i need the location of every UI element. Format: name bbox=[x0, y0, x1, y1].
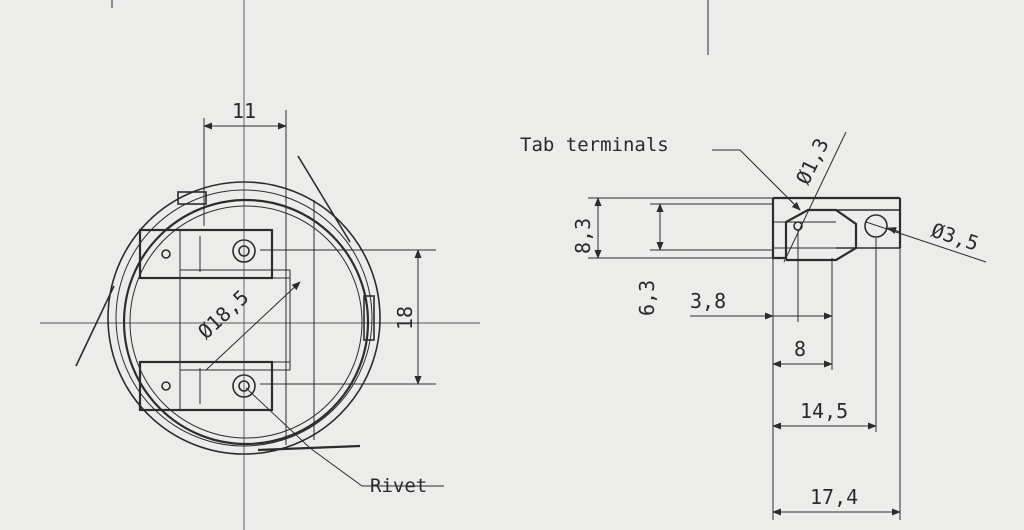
inner-rim-circle bbox=[129, 205, 363, 439]
front-view: 11 18 Ø18,5 Rivet bbox=[40, 0, 480, 530]
dim-hole-small-label: Ø1,3 bbox=[791, 134, 834, 188]
top-notch bbox=[177, 191, 207, 205]
upper-rivet-inner bbox=[238, 245, 250, 257]
lower-tab-outline bbox=[138, 360, 274, 412]
large-hole bbox=[864, 214, 888, 238]
body-rim-circle bbox=[115, 189, 373, 447]
outer-body-circle bbox=[107, 181, 381, 455]
tab-terminals-arrow bbox=[789, 199, 801, 211]
upper-tab-terminal bbox=[138, 228, 274, 280]
tangent-line bbox=[297, 155, 351, 243]
dim-hole-large-label: Ø3,5 bbox=[928, 218, 981, 256]
tab-terminals-leader bbox=[712, 149, 801, 211]
right-notch bbox=[363, 295, 375, 341]
rivet-label: Rivet bbox=[370, 475, 427, 497]
inner-frame bbox=[180, 269, 291, 371]
dim-14-5-label: 14,5 bbox=[800, 399, 848, 423]
dim-11-label: 11 bbox=[232, 99, 256, 123]
side-tab-body bbox=[771, 198, 858, 262]
dim-17-4-label: 17,4 bbox=[810, 485, 858, 509]
tangent-line bbox=[75, 285, 115, 367]
dim-18-label: 18 bbox=[393, 306, 417, 330]
tab-terminals-label: Tab terminals bbox=[520, 134, 669, 156]
dim-hole-small-leader bbox=[783, 131, 847, 263]
dim-hole-large-arrow bbox=[887, 227, 901, 234]
upper-tab-hole bbox=[161, 249, 171, 259]
side-view: 8,3 6,3 3,8 8 14,5 17,4 Ø1,3 Ø3,5 Tab te… bbox=[520, 131, 987, 520]
lower-tab-terminal bbox=[138, 360, 274, 412]
upper-tab-outline bbox=[138, 228, 274, 280]
lower-tab-hole bbox=[161, 381, 171, 391]
lower-rivet-inner bbox=[238, 380, 250, 392]
dim-8-label: 8 bbox=[794, 337, 806, 361]
lower-rivet-outer bbox=[232, 374, 256, 398]
dim-diameter-leader bbox=[205, 281, 301, 371]
dim-3-8-label: 3,8 bbox=[690, 289, 726, 313]
dim-6-3-label: 6,3 bbox=[635, 280, 659, 316]
bottom-mark bbox=[257, 444, 361, 452]
dim-hole-large-leader bbox=[865, 221, 987, 263]
dim-8-3-label: 8,3 bbox=[571, 218, 595, 254]
rivet-leader bbox=[245, 387, 444, 487]
upper-rivet-outer bbox=[232, 239, 256, 263]
inner-body-circle bbox=[122, 198, 370, 446]
